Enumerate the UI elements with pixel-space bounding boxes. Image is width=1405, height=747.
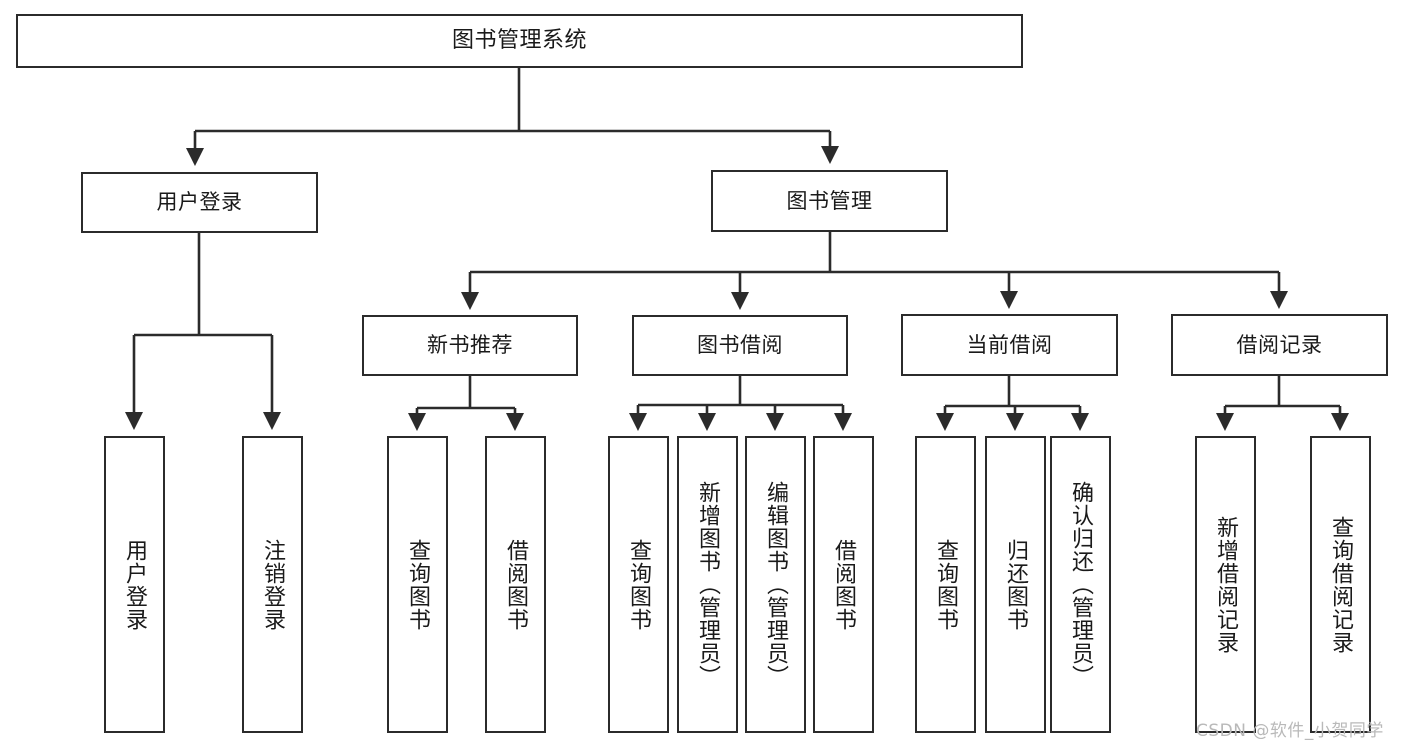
node-user-login[interactable]: 用户登录 xyxy=(81,172,318,233)
node-leaf-add-book[interactable]: 新增图书（管理员） xyxy=(677,436,738,733)
node-leaf-edit-book-label: 编辑图书（管理员） xyxy=(763,481,789,688)
node-leaf-query-book-3[interactable]: 查询图书 xyxy=(915,436,976,733)
node-leaf-borrow-book-2-label: 借阅图书 xyxy=(831,538,857,631)
node-leaf-query-book-1[interactable]: 查询图书 xyxy=(387,436,448,733)
node-leaf-logout-label: 注销登录 xyxy=(260,538,286,631)
node-leaf-borrow-book-1-label: 借阅图书 xyxy=(503,538,529,631)
node-leaf-user-login-label: 用户登录 xyxy=(122,538,148,631)
node-leaf-return-book[interactable]: 归还图书 xyxy=(985,436,1046,733)
node-book-borrow[interactable]: 图书借阅 xyxy=(632,315,848,376)
node-leaf-query-record[interactable]: 查询借阅记录 xyxy=(1310,436,1371,733)
node-new-book-rec[interactable]: 新书推荐 xyxy=(362,315,578,376)
node-leaf-confirm-return-label: 确认归还（管理员） xyxy=(1068,481,1094,688)
node-leaf-add-record-label: 新增借阅记录 xyxy=(1213,515,1239,654)
node-leaf-add-book-label: 新增图书（管理员） xyxy=(695,481,721,688)
node-leaf-user-login[interactable]: 用户登录 xyxy=(104,436,165,733)
node-leaf-borrow-book-2[interactable]: 借阅图书 xyxy=(813,436,874,733)
node-leaf-query-book-2-label: 查询图书 xyxy=(626,538,652,631)
node-book-manage-label: 图书管理 xyxy=(786,188,873,213)
node-leaf-confirm-return[interactable]: 确认归还（管理员） xyxy=(1050,436,1111,733)
csdn-watermark: CSDN @软件_小贺同学 xyxy=(1196,721,1384,741)
node-leaf-return-book-label: 归还图书 xyxy=(1003,538,1029,631)
node-borrow-record-label: 借阅记录 xyxy=(1236,332,1323,357)
node-current-borrow[interactable]: 当前借阅 xyxy=(901,314,1118,376)
node-root[interactable]: 图书管理系统 xyxy=(16,14,1023,68)
node-new-book-rec-label: 新书推荐 xyxy=(427,333,513,358)
node-leaf-query-record-label: 查询借阅记录 xyxy=(1328,515,1354,654)
node-book-manage[interactable]: 图书管理 xyxy=(711,170,948,232)
node-user-login-label: 用户登录 xyxy=(156,190,243,215)
node-leaf-edit-book[interactable]: 编辑图书（管理员） xyxy=(745,436,806,733)
node-root-label: 图书管理系统 xyxy=(451,28,587,54)
node-leaf-query-book-2[interactable]: 查询图书 xyxy=(608,436,669,733)
node-leaf-query-book-1-label: 查询图书 xyxy=(405,538,431,631)
node-current-borrow-label: 当前借阅 xyxy=(966,332,1053,357)
node-leaf-add-record[interactable]: 新增借阅记录 xyxy=(1195,436,1256,733)
node-leaf-logout[interactable]: 注销登录 xyxy=(242,436,303,733)
node-borrow-record[interactable]: 借阅记录 xyxy=(1171,314,1388,376)
node-book-borrow-label: 图书借阅 xyxy=(697,333,783,358)
node-leaf-borrow-book-1[interactable]: 借阅图书 xyxy=(485,436,546,733)
node-leaf-query-book-3-label: 查询图书 xyxy=(933,538,959,631)
